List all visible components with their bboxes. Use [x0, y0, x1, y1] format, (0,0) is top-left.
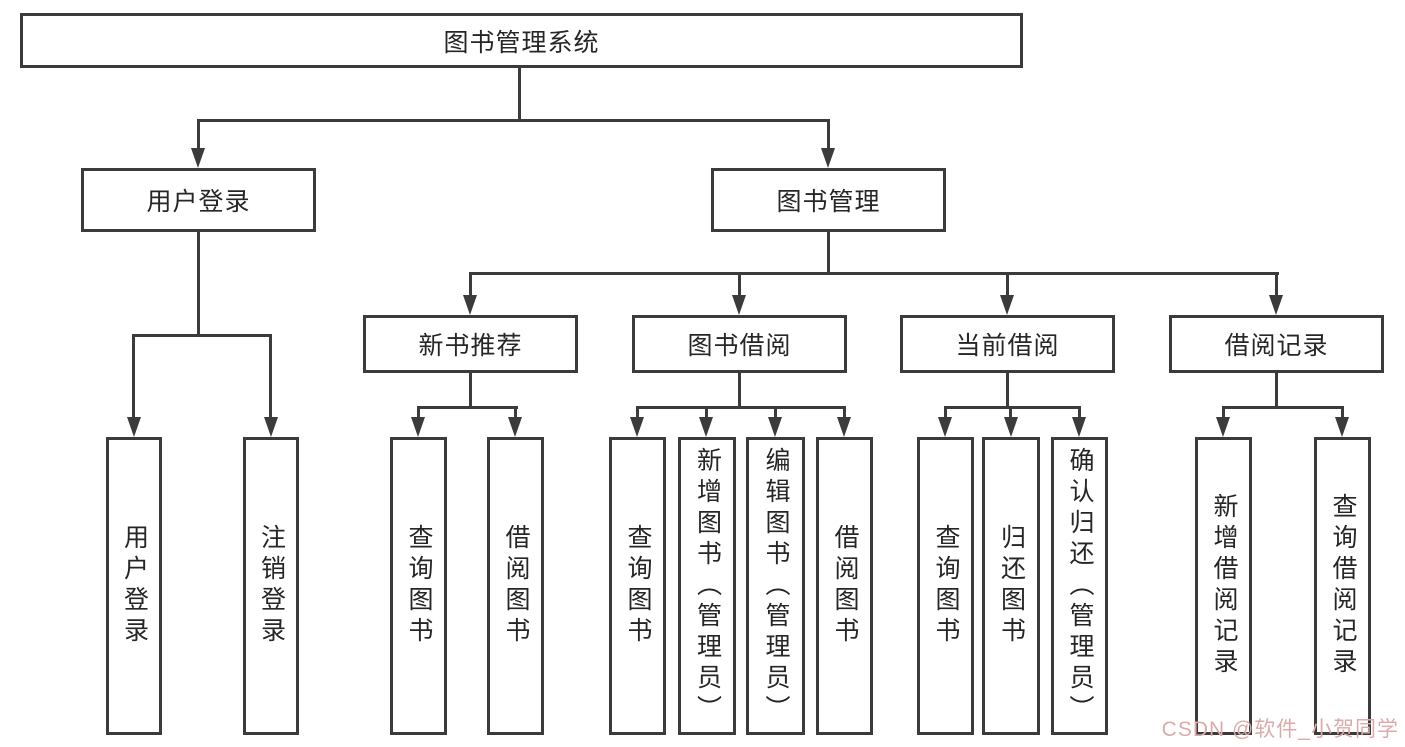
- node-leaf-borrow-book-rec: 借阅图书: [487, 437, 544, 735]
- edge-bookmgmt-arrow-3: [1000, 295, 1014, 315]
- node-leaf-return-book: 归还图书: [982, 437, 1040, 735]
- edge-userlogin-vline: [197, 232, 200, 337]
- edge-currentborrow-vline: [1006, 373, 1009, 409]
- edge-userlogin-arrow-2: [264, 417, 278, 437]
- edge-currentborrow-arrow-2: [1004, 417, 1018, 437]
- edge-borrowrecords-vline: [1275, 373, 1278, 409]
- edge-bookmgmt-arrow-4: [1269, 295, 1283, 315]
- node-borrow-records: 借阅记录: [1169, 315, 1384, 373]
- edge-userlogin-arrow-1: [127, 417, 141, 437]
- node-leaf-query-book-current: 查询图书: [917, 437, 974, 735]
- edge-bookborrow-stub-4: [843, 406, 846, 420]
- edge-bookmgmt-stub-3: [1006, 272, 1009, 298]
- edge-bookborrow-arrow-1: [630, 417, 644, 437]
- edge-currentborrow-arrow-1: [938, 417, 952, 437]
- edge-borrowrecords-stub-2: [1341, 406, 1344, 420]
- edge-root-stub-left: [197, 119, 200, 150]
- edge-root-arrow-right: [821, 148, 835, 168]
- edge-userlogin-stub-2: [269, 334, 272, 420]
- edge-bookborrow-stub-3: [774, 406, 777, 420]
- edge-bookborrow-stub-1: [636, 406, 639, 420]
- watermark: CSDN @软件_小贺同学: [1161, 718, 1399, 741]
- node-new-book-rec: 新书推荐: [363, 315, 578, 373]
- edge-borrowrecords-stub-1: [1222, 406, 1225, 420]
- edge-bookborrow-vline: [738, 373, 741, 409]
- edge-bookborrow-arrow-2: [699, 417, 713, 437]
- node-leaf-edit-book-admin: 编辑图书（管理员）: [746, 437, 805, 735]
- edge-root-stub-right: [827, 119, 830, 150]
- edge-borrowrecords-arrow-1: [1216, 417, 1230, 437]
- edge-newbookrec-arrow-1: [411, 417, 425, 437]
- edge-userlogin-stub-1: [132, 334, 135, 420]
- edge-bookmgmt-vline: [827, 232, 830, 275]
- node-leaf-logout: 注销登录: [243, 437, 299, 735]
- edge-currentborrow-stub-3: [1078, 406, 1081, 420]
- edge-borrowrecords-arrow-2: [1335, 417, 1349, 437]
- node-leaf-borrow-book-borrow: 借阅图书: [816, 437, 873, 735]
- edge-bookmgmt-arrow-1: [463, 295, 477, 315]
- node-current-borrow: 当前借阅: [900, 315, 1115, 373]
- edge-bookmgmt-stub-2: [738, 272, 741, 298]
- edge-currentborrow-arrow-3: [1072, 417, 1086, 437]
- node-leaf-add-borrow-record: 新增借阅记录: [1195, 437, 1252, 735]
- edge-newbookrec-stub-2: [514, 406, 517, 420]
- edge-bookmgmt-arrow-2: [732, 295, 746, 315]
- edge-root-arrow-left: [191, 148, 205, 168]
- edge-bookmgmt-hline: [469, 272, 1279, 275]
- edge-newbookrec-hline: [417, 406, 518, 409]
- edge-bookborrow-stub-2: [705, 406, 708, 420]
- edge-bookborrow-arrow-3: [768, 417, 782, 437]
- edge-currentborrow-stub-1: [944, 406, 947, 420]
- edge-root-hline: [197, 119, 830, 122]
- node-leaf-query-book-rec: 查询图书: [390, 437, 447, 735]
- edge-newbookrec-stub-1: [417, 406, 420, 420]
- edge-bookborrow-hline: [636, 406, 846, 409]
- node-user-login: 用户登录: [81, 168, 316, 232]
- node-leaf-add-book-admin: 新增图书（管理员）: [678, 437, 736, 735]
- edge-userlogin-hline: [132, 334, 272, 337]
- edge-currentborrow-hline: [944, 406, 1081, 409]
- edge-borrowrecords-hline: [1222, 406, 1344, 409]
- edge-bookmgmt-stub-1: [469, 272, 472, 298]
- node-book-mgmt: 图书管理: [711, 168, 946, 232]
- node-system: 图书管理系统: [20, 13, 1023, 68]
- node-book-borrow: 图书借阅: [632, 315, 847, 373]
- edge-root-vline: [518, 68, 521, 122]
- edge-newbookrec-arrow-2: [508, 417, 522, 437]
- edge-currentborrow-stub-2: [1009, 406, 1012, 420]
- edge-bookborrow-arrow-4: [837, 417, 851, 437]
- edge-bookmgmt-stub-4: [1275, 272, 1278, 298]
- node-leaf-confirm-return-admin: 确认归还（管理员）: [1051, 437, 1108, 735]
- node-leaf-login: 用户登录: [106, 437, 162, 735]
- node-leaf-query-book-borrow: 查询图书: [609, 437, 666, 735]
- edge-newbookrec-vline: [469, 373, 472, 409]
- node-leaf-query-borrow-record: 查询借阅记录: [1314, 437, 1371, 735]
